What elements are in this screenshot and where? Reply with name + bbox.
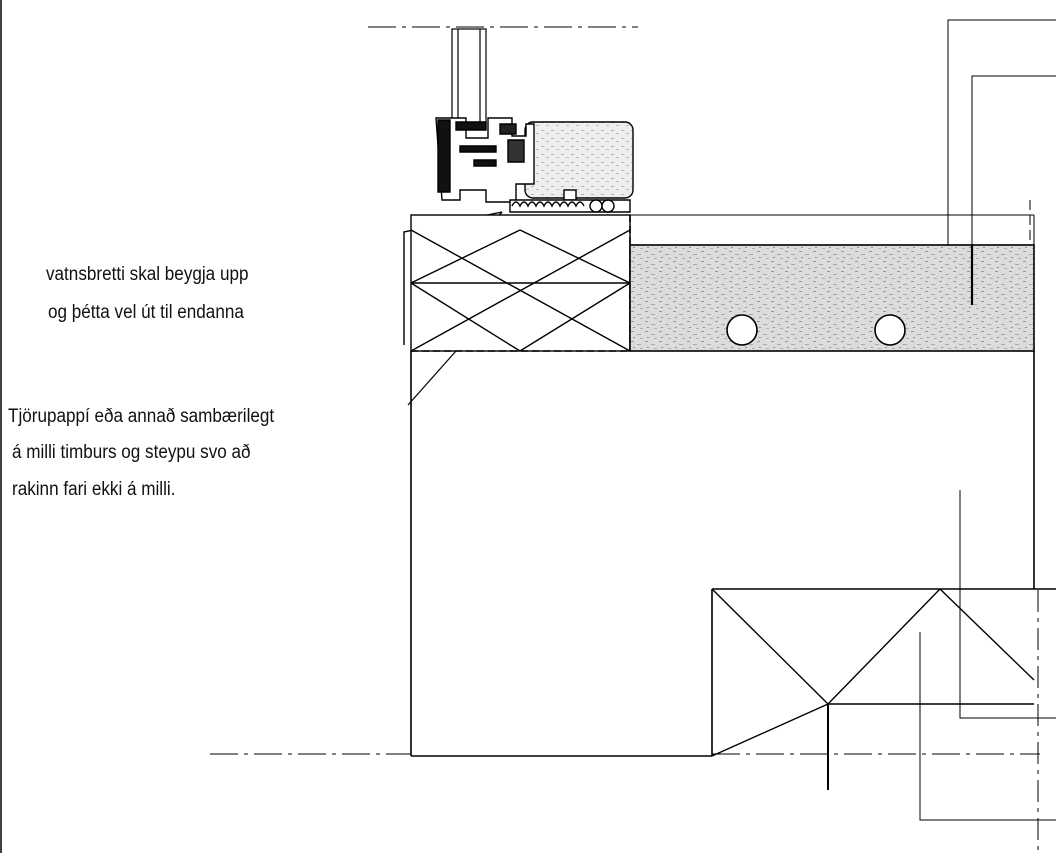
wall-frame-lines-right <box>919 19 1056 821</box>
centerlines <box>210 200 1040 853</box>
tar-paper-note-line1: Tjörupappí eða annað sambærilegt <box>8 406 275 427</box>
tar-paper-leader <box>407 350 457 406</box>
timber-sill-block <box>410 214 631 352</box>
lower-timber-block <box>711 588 1035 790</box>
water-sill-note-line1: vatnsbretti skal beygja upp <box>46 264 249 285</box>
tar-paper-note-line2: á milli timburs og steypu svo að <box>12 442 251 463</box>
window-frame-profile <box>435 117 634 213</box>
insulation-board <box>629 244 1035 352</box>
concrete-wall-outline <box>410 351 1056 757</box>
glass-pane <box>451 28 487 130</box>
water-sill-note-line2: og þétta vel út til endanna <box>48 302 244 323</box>
tar-paper-note-line3: rakinn fari ekki á milli. <box>12 479 176 500</box>
